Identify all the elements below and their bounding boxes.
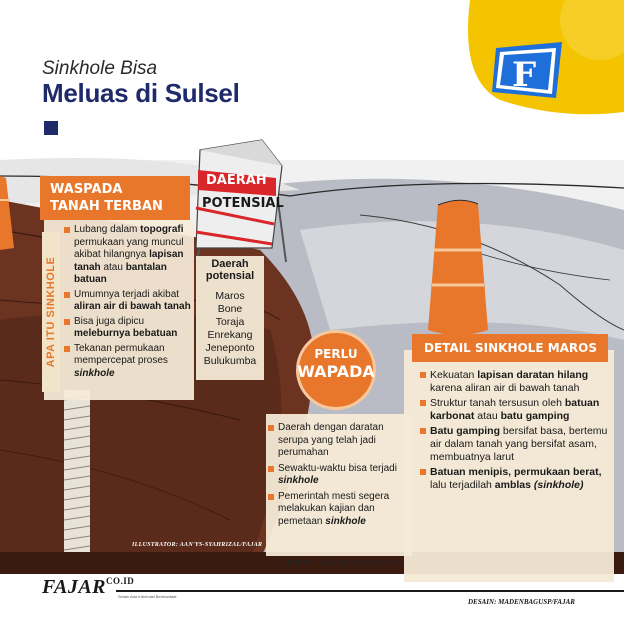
perlu-wapada-line1: PERLU [314,347,358,361]
svg-text:F: F [512,55,536,95]
list-item: Kekuatan lapisan daratan hilang karena a… [420,369,608,395]
list-item: Bisa juga dipicu meleburnya bebatuan [64,316,198,341]
list-item: Toraja [215,316,245,328]
daerah-potensial-heading: Daerah potensial [196,258,264,282]
perlu-wapada-panel [266,414,412,556]
waspada-tag-line1: WASPADA [50,182,123,197]
brand-tagline: Selalu Ada Informasi Bermanfaat [118,594,177,599]
list-item: Batu gamping bersifat basa, bertemu air … [420,425,608,464]
perlu-wapada-text: PERLU WAPADA [296,347,376,382]
list-item: Bone [217,303,243,315]
illustrator-credit: ILLUSTRATOR: AAN'YS-SYAHRIZAL/FAJAR [132,542,263,548]
list-item: Lubang dalam topografi permukaan yang mu… [64,224,198,287]
list-item: Maros [215,290,245,302]
waspada-tag: WASPADA TANAH TERBAN [40,176,190,220]
perlu-wapada-line2: WAPADA [297,362,375,381]
detail-sinkhole-panel [404,350,614,582]
list-item: Enrekang [207,329,253,341]
detail-sinkhole-list: Kekuatan lapisan daratan hilang karena a… [420,369,608,494]
list-item: Umumnya terjadi akibat aliran air di baw… [64,289,198,314]
page-title: Meluas di Sulsel [42,78,240,108]
footer-divider [116,590,624,592]
daerah-heading-line1: Daerah [211,258,249,270]
list-item: Sewaktu-waktu bisa terjadi sinkhole [268,463,408,488]
title-marker [44,121,58,135]
list-item: Bulukumba [203,355,257,367]
fajar-logo-icon: F [492,42,562,98]
daerah-potensial-panel [196,256,264,380]
list-item: Daerah dengan daratan serupa yang telah … [268,422,408,460]
subtitle: Sinkhole Bisa [42,58,158,79]
brand-suffix: CO.ID [106,576,135,586]
sign-label-line1: DAERAH [206,173,267,188]
waspada-tag-line2: TANAH TERBAN [50,199,163,214]
daerah-potensial-list: Maros Bone Toraja Enrekang Jeneponto Bul… [196,290,264,368]
waspada-panel [44,220,194,400]
detail-sinkhole-tag: DETAIL SINKHOLE MAROS [412,334,608,362]
perlu-wapada-badge [296,330,376,410]
design-credit: DESAIN: MADENBAGUSP/FAJAR [468,598,575,606]
brand-name: FAJAR [42,576,107,598]
apa-itu-sinkhole-label: APA ITU SINKHOLE [42,232,60,392]
list-item: Batuan menipis, permukaan berat, lalu te… [420,466,608,492]
list-item: Jeneponto [205,342,255,354]
list-item: Tekanan permukaan mempercepat proses sin… [64,343,198,381]
list-item: Struktur tanah tersusun oleh batuan karb… [420,397,608,423]
vertical-label-text: APA ITU SINKHOLE [45,256,57,368]
perlu-wapada-list: Daerah dengan daratan serupa yang telah … [268,422,408,531]
sign-label-line2: POTENSIAL [202,196,284,211]
list-item: Pemerintah mesti segera melakukan kajian… [268,491,408,529]
waspada-bullet-list: Lubang dalam topografi permukaan yang mu… [64,224,198,382]
daerah-heading-line2: potensial [205,270,255,282]
source-note: Sumber: Geolog (ism-gsa-rin) [278,557,404,568]
footer-brand-logo: FAJARCO.ID [42,576,134,599]
